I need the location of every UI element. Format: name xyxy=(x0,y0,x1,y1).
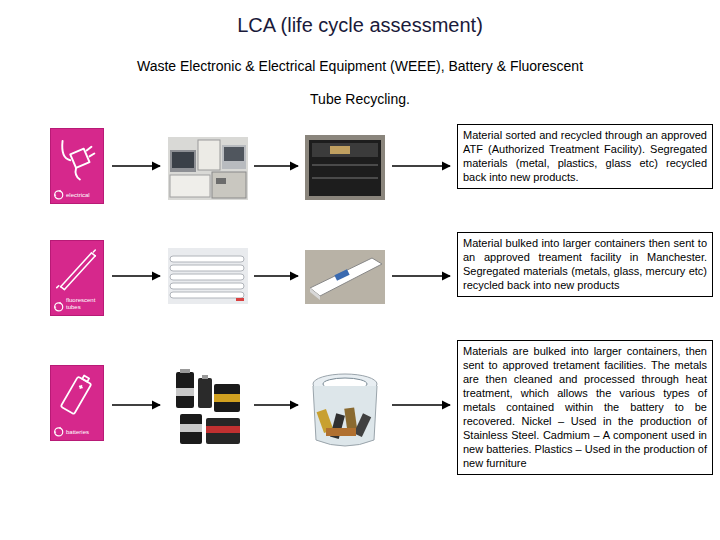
recycling-icon: electrical xyxy=(50,128,104,204)
recycling-icon: batteries xyxy=(50,365,104,441)
electronics-photo xyxy=(168,137,248,200)
description-box: Materials are bulked into larger contain… xyxy=(457,340,713,475)
icon-label: fluorescent tubes xyxy=(66,297,104,311)
flow-arrow xyxy=(112,165,160,166)
icon-glyph xyxy=(51,366,103,440)
tubes-photo xyxy=(168,248,248,304)
flow-arrow xyxy=(392,404,450,405)
flow-arrow xyxy=(254,165,298,166)
description-text: Materials are bulked into larger contain… xyxy=(463,344,707,470)
flow-arrow xyxy=(112,275,160,276)
flow-arrow xyxy=(112,404,160,405)
icon-label: batteries xyxy=(66,429,104,436)
description-text: Material sorted and recycled through an … xyxy=(463,128,707,184)
description-box: Material bulked into larger containers t… xyxy=(457,232,713,297)
icon-label: electrical xyxy=(66,192,104,199)
subtitle: Waste Electronic & Electrical Equipment … xyxy=(120,50,600,116)
tube-box-photo xyxy=(305,250,385,304)
icon-glyph xyxy=(51,241,103,315)
flow-arrow xyxy=(392,275,450,276)
recycling-icon: fluorescent tubes xyxy=(50,240,104,316)
flow-arrow xyxy=(392,165,450,166)
flow-arrow xyxy=(254,275,298,276)
description-box: Material sorted and recycled through an … xyxy=(457,124,713,189)
icon-glyph xyxy=(51,129,103,203)
description-text: Material bulked into larger containers t… xyxy=(463,236,707,292)
diagram-title: LCA (life cycle assessment) xyxy=(0,14,720,37)
bins-photo xyxy=(305,135,385,200)
battery-jar-photo xyxy=(305,370,385,450)
batteries-photo xyxy=(168,368,248,448)
flow-arrow xyxy=(254,404,298,405)
